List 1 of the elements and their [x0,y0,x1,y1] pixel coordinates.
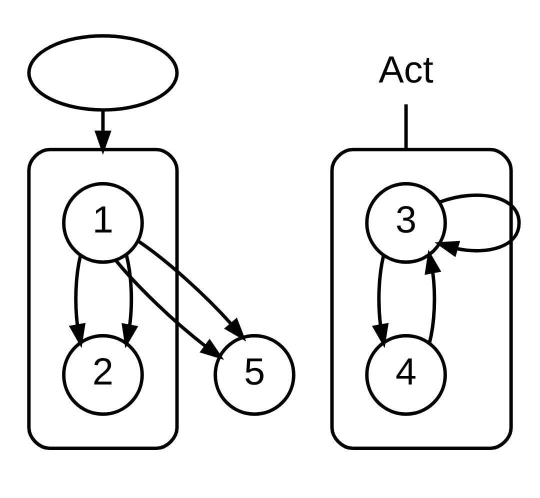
node-text: Act [378,50,434,92]
